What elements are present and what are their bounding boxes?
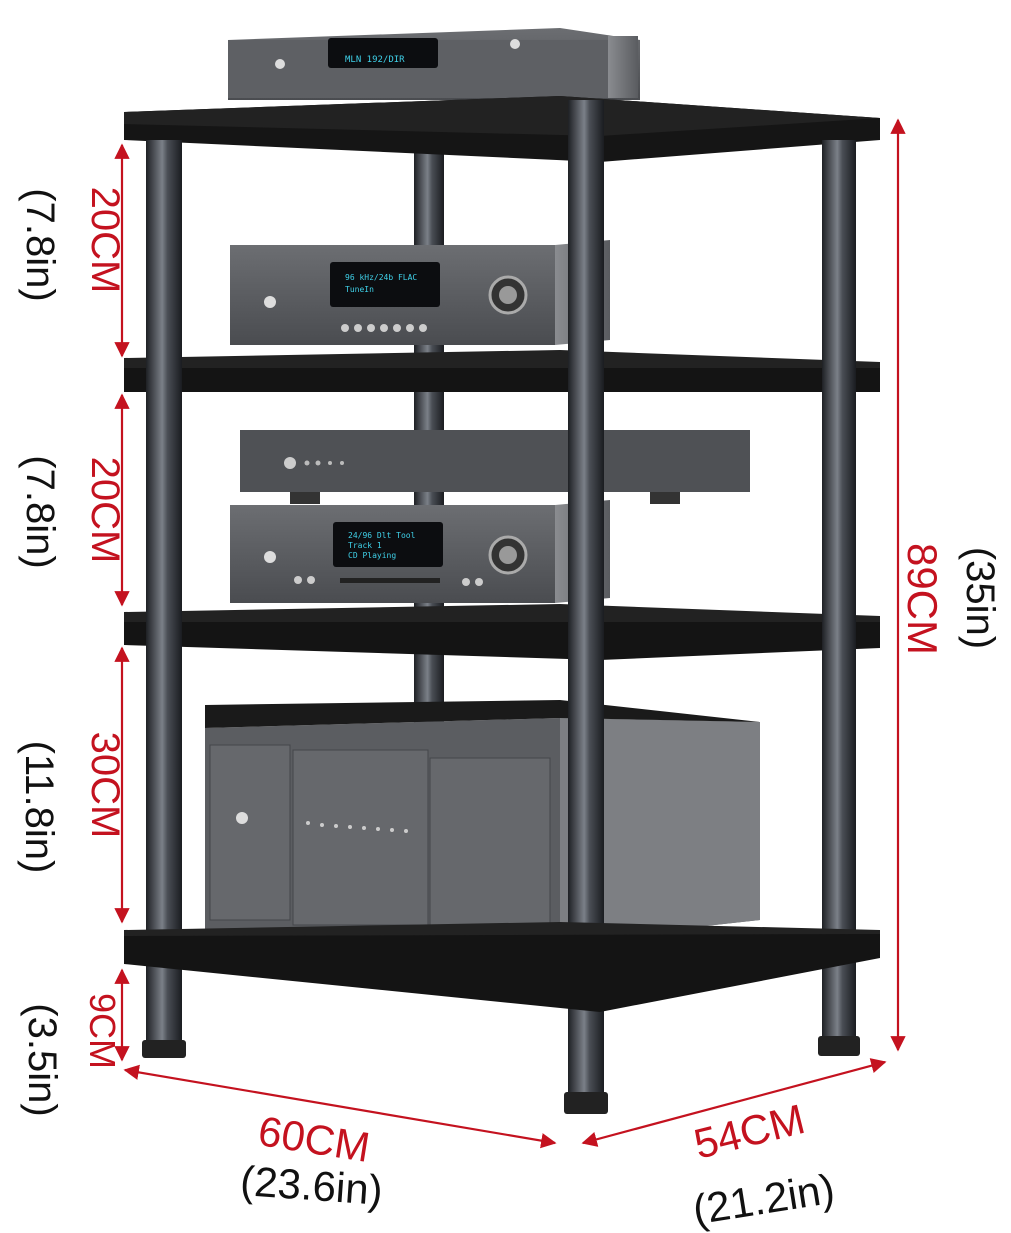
dim-tier3-cm: 30CM [83, 731, 127, 839]
shelf-1 [124, 96, 880, 162]
device-cd-player: 24/96 Dlt Tool Track 1 CD Playing [230, 500, 610, 603]
dim-width-in: (23.6in) [238, 1157, 385, 1214]
device-power-amplifier [205, 700, 760, 942]
dim-leg-in: (3.5in) [20, 1003, 64, 1117]
dim-total-height-cm: 89CM [899, 542, 946, 656]
svg-text:24/96 Dlt Tool: 24/96 Dlt Tool [348, 531, 416, 540]
device-preamp [240, 430, 750, 504]
shelf-3 [124, 604, 880, 660]
shelf-2 [124, 350, 880, 392]
dim-tier1-cm: 20CM [83, 186, 127, 294]
svg-text:TuneIn: TuneIn [345, 285, 374, 294]
dim-tier3-in: (11.8in) [17, 740, 61, 874]
shelf-4 [124, 922, 880, 1012]
device-top-streamer: MLN 192/DIR [228, 28, 640, 100]
dim-total-height-in: (35in) [958, 546, 1002, 650]
dim-tier1-in: (7.8in) [18, 188, 62, 302]
svg-text:Track 1: Track 1 [348, 541, 382, 550]
svg-text:MLN 192/DIR: MLN 192/DIR [345, 55, 405, 65]
dim-tier2-cm: 20CM [83, 456, 127, 564]
dim-leg-cm: 9CM [82, 992, 123, 1069]
svg-text:CD Playing: CD Playing [348, 551, 396, 560]
dim-tier2-in: (7.8in) [18, 455, 62, 569]
dimension-lines [114, 118, 906, 1149]
device-network-player: 96 kHz/24b FLAC TuneIn [230, 240, 610, 345]
svg-text:96 kHz/24b FLAC: 96 kHz/24b FLAC [345, 273, 417, 282]
